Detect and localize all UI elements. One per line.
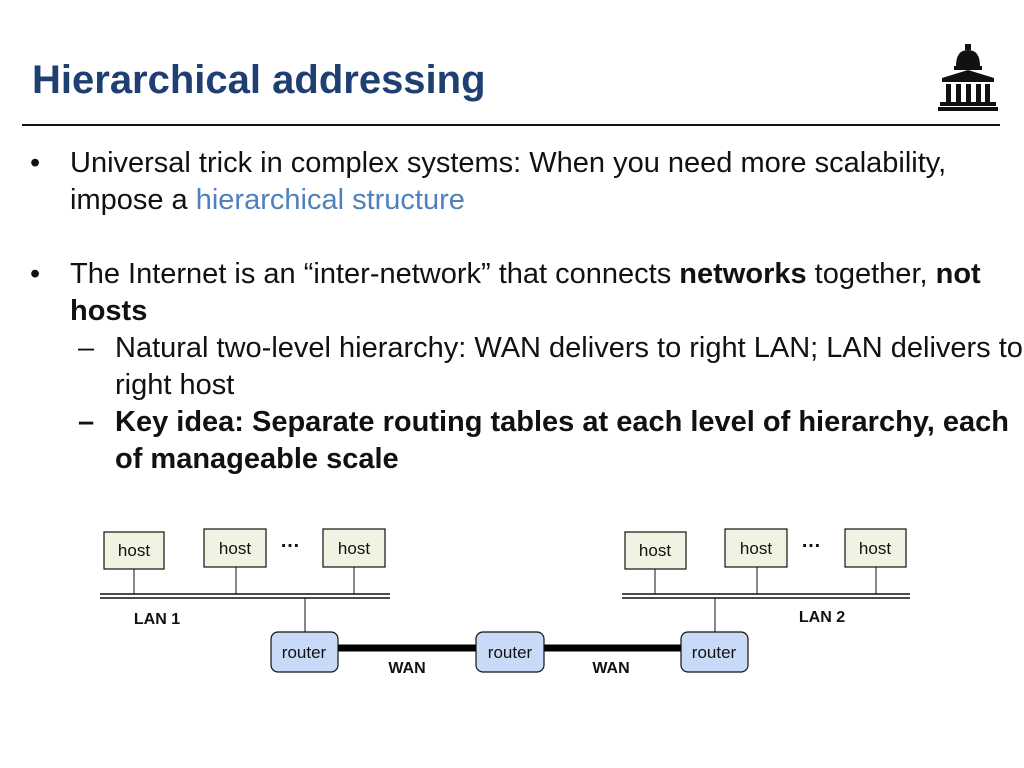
host-node: host [624, 531, 687, 570]
title-divider [22, 124, 1000, 126]
sub-bullet-dash: – [78, 332, 95, 364]
router-node: router [475, 631, 545, 673]
bullet-highlight: hierarchical structure [195, 184, 465, 216]
sub-bullet-text: Natural two-level hierarchy: WAN deliver… [115, 332, 1023, 401]
lan2-bus [622, 593, 910, 599]
ellipsis-label: … [280, 530, 300, 552]
bullet-bold-not-hosts: not hosts [70, 258, 981, 327]
bullet-dot: • [30, 258, 41, 290]
ellipsis-label: … [801, 530, 821, 552]
bullet-bold-networks: networks [679, 258, 807, 290]
router-label: router [488, 643, 533, 662]
bullet-text-part-2: together, [806, 258, 936, 290]
router-label: router [282, 643, 327, 662]
host-node: host [844, 528, 907, 568]
lan1-label: LAN 1 [134, 611, 180, 628]
bullet-item-internet: • The Internet is an “inter-network” that… [30, 256, 1024, 330]
router-label: router [692, 643, 737, 662]
host-node: host [724, 528, 788, 568]
host-node: host [103, 531, 165, 570]
host-label: host [118, 541, 150, 560]
host-label: host [219, 539, 251, 558]
university-building-icon [938, 44, 998, 111]
lan2-label: LAN 2 [799, 609, 845, 626]
wan-label: WAN [388, 660, 425, 677]
sub-bullet-key-idea: –Key idea: Separate routing tables at ea… [78, 404, 1024, 478]
bullet-dot: • [30, 147, 41, 179]
host-label: host [639, 541, 671, 560]
bullet-text-part-1: The Internet is an “inter-network” that … [70, 258, 680, 290]
bullet-text: Universal trick in complex systems: When… [70, 147, 947, 216]
sub-bullet-text: Key idea: Separate routing tables at eac… [115, 406, 1009, 475]
host-node: host [322, 528, 386, 568]
sub-bullet-two-level: –Natural two-level hierarchy: WAN delive… [78, 330, 1024, 404]
host-label: host [338, 539, 370, 558]
sub-bullet-dash: – [78, 406, 95, 438]
host-node: host [203, 528, 267, 568]
lan1-bus [100, 593, 390, 599]
router-node: router [270, 631, 339, 673]
router-node: router [680, 631, 749, 673]
host-label: host [740, 539, 772, 558]
bullet-item-scalability: • Universal trick in complex systems: Whe… [30, 145, 1024, 219]
slide-title: Hierarchical addressing [32, 58, 486, 102]
host-label: host [859, 539, 891, 558]
wan-label: WAN [592, 660, 629, 677]
